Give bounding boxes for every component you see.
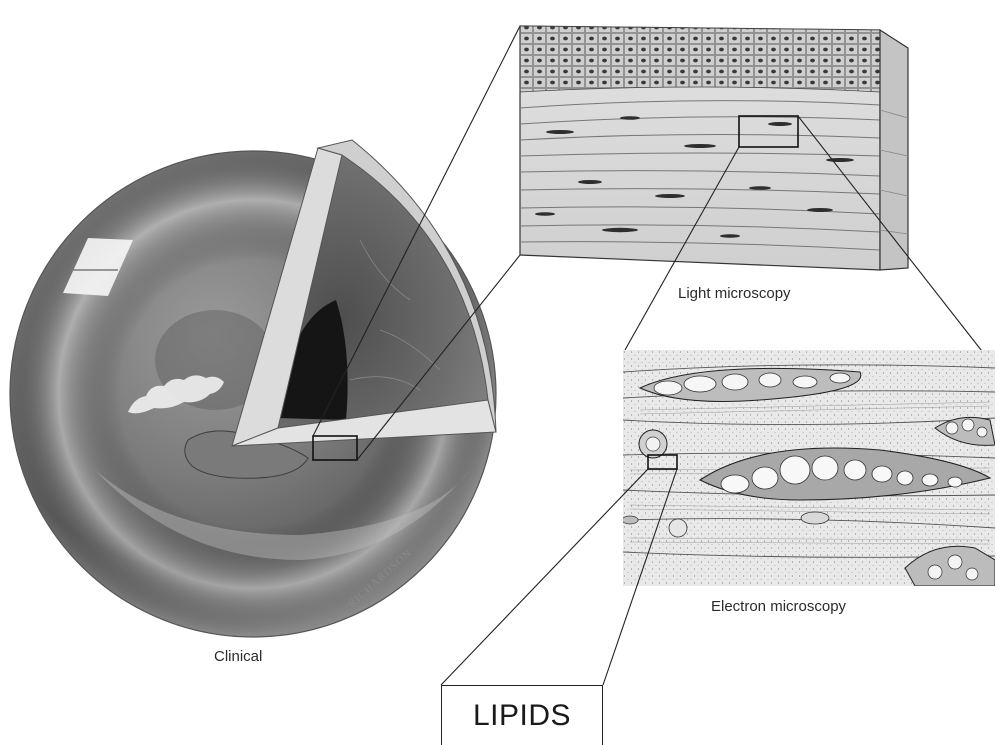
light-microscopy-label: Light microscopy bbox=[678, 285, 791, 302]
clinical-eye-globe: RICHARDSON bbox=[10, 140, 496, 637]
clinical-label: Clinical bbox=[214, 648, 262, 665]
lipids-label: LIPIDS bbox=[473, 699, 571, 733]
electron-microscopy-label: Electron microscopy bbox=[711, 598, 846, 615]
lipids-box: LIPIDS bbox=[441, 685, 603, 745]
light-microscopy-block bbox=[520, 26, 908, 270]
electron-microscopy-panel bbox=[622, 350, 995, 586]
